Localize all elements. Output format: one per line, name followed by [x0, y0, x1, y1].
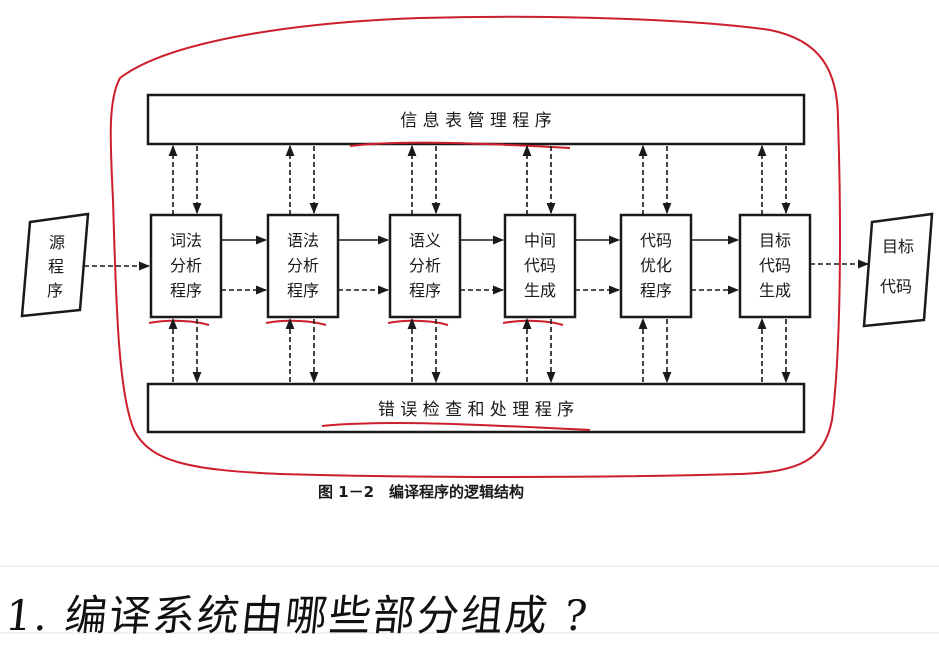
phase-label: 生成: [524, 281, 556, 300]
phase-label: 生成: [759, 281, 791, 300]
phase-underline: [387, 319, 449, 326]
source-shape: [20, 212, 90, 318]
phase-label: 代码: [640, 231, 672, 250]
flow-arrows: [84, 144, 870, 384]
phase-box: [738, 213, 812, 319]
phase-label: 词法: [170, 231, 202, 250]
phase-label: 分析: [409, 256, 441, 275]
phase-label: 目标: [759, 231, 791, 250]
phase-label: 代码: [759, 256, 791, 275]
phase-box: [149, 213, 223, 319]
phase-label: 优化: [640, 256, 672, 275]
phase-label: 中间: [524, 231, 556, 250]
figure-caption: 图 1－2 编译程序的逻辑结构: [318, 483, 524, 501]
source-label-1: 源: [49, 233, 65, 252]
top-bar-underline: [349, 141, 571, 149]
target-shape: [862, 212, 934, 328]
phase-label: 分析: [287, 256, 319, 275]
phase-box: [503, 213, 577, 319]
phase-label: 程序: [640, 281, 672, 300]
error-handler: 错 误 检 查 和 处 理 程 序: [146, 382, 806, 434]
symbol-table-manager: 信 息 表 管 理 程 序: [146, 93, 806, 149]
phase-underline: [502, 319, 564, 326]
target-label-2: 代码: [880, 277, 912, 296]
bottom-bar-underline: [321, 422, 591, 431]
phase-label: 语法: [287, 231, 319, 250]
source-label-2: 程: [48, 257, 64, 276]
target-label-1: 目标: [882, 237, 914, 256]
target-code: 目标 代码: [862, 212, 934, 328]
handwritten-question: 1. 编译系统由哪些部分组成 ?: [3, 591, 592, 640]
phase-label: 分析: [170, 256, 202, 275]
phase-label: 程序: [170, 281, 202, 300]
phase-underline: [265, 319, 327, 326]
source-label-3: 序: [47, 281, 63, 300]
phase-underline: [148, 319, 210, 326]
phase-box: [619, 213, 693, 319]
top-bar-label: 信 息 表 管 理 程 序: [400, 111, 551, 131]
phase-label: 语义: [409, 231, 441, 250]
red-enclosure-annotation: [109, 15, 841, 478]
phase-label: 程序: [287, 281, 319, 300]
phase-label: 程序: [409, 281, 441, 300]
phase-label: 代码: [524, 256, 556, 275]
source-program: 源 程 序: [20, 212, 90, 318]
phase-box: [266, 213, 340, 319]
bottom-bar-label: 错 误 检 查 和 处 理 程 序: [378, 400, 574, 420]
phase-box: [388, 213, 462, 319]
